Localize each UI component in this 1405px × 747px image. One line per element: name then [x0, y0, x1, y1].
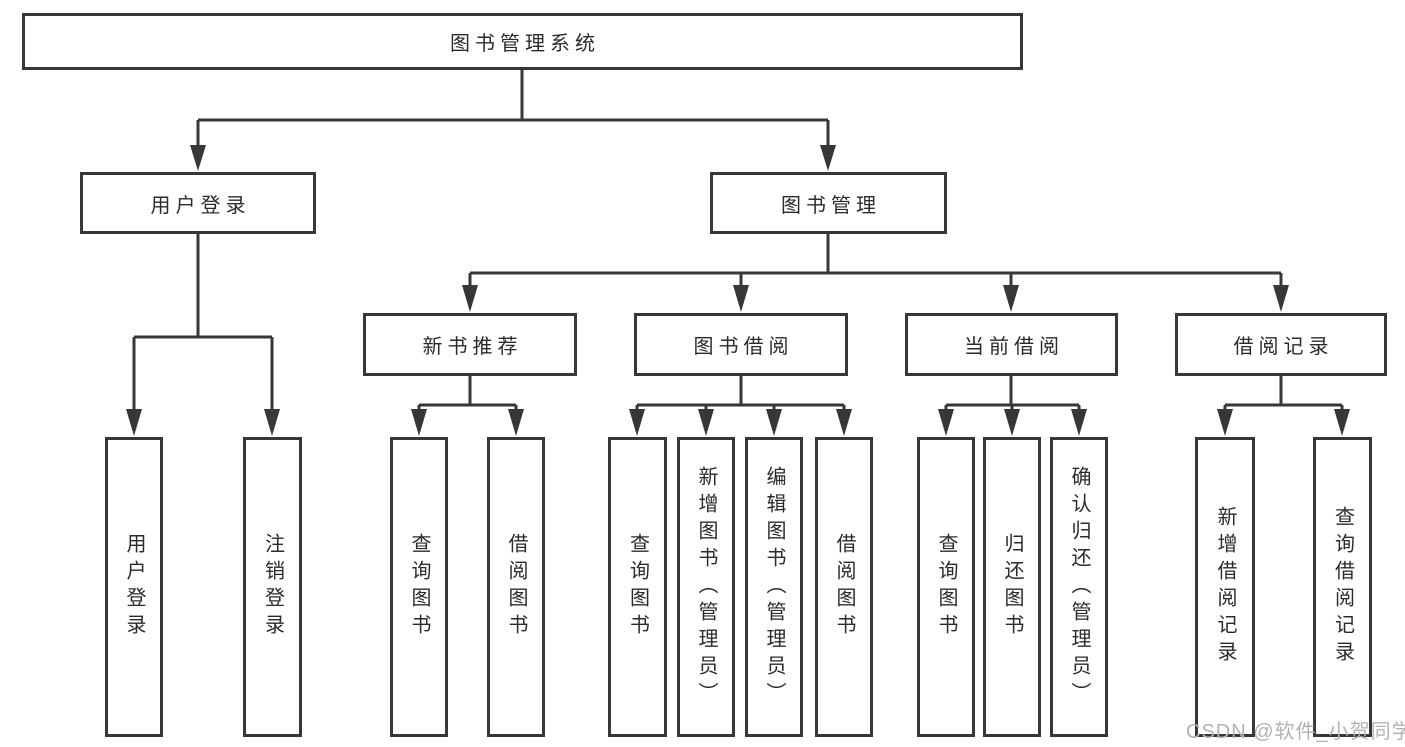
connector-user-login-children [132, 234, 274, 412]
node-user-login: 用户登录 [80, 172, 316, 234]
leaf-current-confirm-return-admin: 确认归还（管理员） [1050, 437, 1108, 737]
leaf-current-confirm-return-admin-label: 确认归还（管理员） [1068, 465, 1090, 709]
node-book-management: 图书管理 [710, 172, 947, 234]
leaf-records-query-record: 查询借阅记录 [1313, 437, 1372, 737]
csdn-watermark: CSDN @软件_小贺同学 [1186, 721, 1405, 743]
leaf-newbook-query-books: 查询图书 [390, 437, 448, 737]
leaf-borrowing-edit-books-admin-label: 编辑图书（管理员） [763, 465, 785, 709]
arrowheads-records-children [1217, 409, 1350, 436]
leaf-borrowing-query-books-label: 查询图书 [626, 533, 649, 641]
leaf-user-login: 用户登录 [105, 437, 163, 737]
arrowheads-current-children [938, 409, 1087, 436]
arrowheads-new-book-children [411, 409, 524, 436]
leaf-logout: 注销登录 [243, 437, 302, 737]
leaf-current-query-books-label: 查询图书 [935, 533, 957, 641]
connector-new-book-children [417, 376, 518, 412]
leaf-logout-label: 注销登录 [261, 533, 284, 641]
leaf-records-query-record-label: 查询借阅记录 [1331, 506, 1354, 668]
leaf-borrowing-add-books-admin: 新增图书（管理员） [677, 437, 735, 737]
connector-current-children [944, 376, 1081, 412]
leaf-current-return-books-label: 归还图书 [1001, 533, 1023, 641]
leaf-records-add-record-label: 新增借阅记录 [1214, 506, 1236, 668]
leaf-newbook-borrow-books: 借阅图书 [487, 437, 545, 737]
connector-borrowing-children [635, 376, 846, 412]
leaf-current-return-books: 归还图书 [983, 437, 1041, 737]
arrowheads-level3 [462, 285, 1289, 312]
node-library-system: 图书管理系统 [22, 13, 1023, 70]
node-current-borrowing: 当前借阅 [905, 313, 1118, 376]
leaf-borrowing-query-books: 查询图书 [608, 437, 667, 737]
node-new-book-recommendation: 新书推荐 [363, 313, 577, 376]
leaf-borrowing-borrow-books-label: 借阅图书 [833, 533, 855, 641]
connector-root-to-level2 [196, 70, 830, 148]
leaf-newbook-query-books-label: 查询图书 [408, 533, 430, 641]
arrowheads-user-login-children [126, 409, 280, 436]
connector-book-mgmt-children [468, 234, 1283, 288]
leaf-records-add-record: 新增借阅记录 [1195, 437, 1255, 737]
leaf-borrowing-add-books-admin-label: 新增图书（管理员） [695, 465, 717, 709]
leaf-borrowing-borrow-books: 借阅图书 [815, 437, 873, 737]
leaf-borrowing-edit-books-admin: 编辑图书（管理员） [745, 437, 803, 737]
node-borrowing-records: 借阅记录 [1175, 313, 1387, 376]
connector-records-children [1223, 376, 1344, 412]
arrowheads-level2 [190, 145, 836, 171]
node-book-borrowing: 图书借阅 [634, 313, 848, 376]
leaf-current-query-books: 查询图书 [917, 437, 975, 737]
arrowheads-borrowing-children [629, 409, 852, 436]
leaf-newbook-borrow-books-label: 借阅图书 [505, 533, 527, 641]
leaf-user-login-label: 用户登录 [123, 533, 145, 641]
